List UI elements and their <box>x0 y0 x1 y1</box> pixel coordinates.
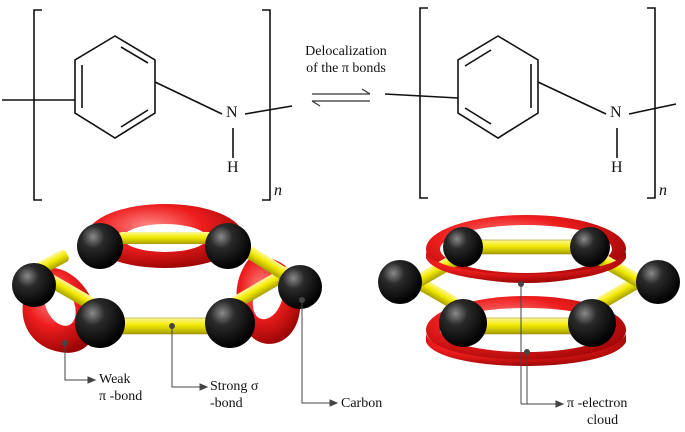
left-bracket-open <box>33 9 42 201</box>
weak-pi-bond-label: Weak π -bond <box>99 371 142 405</box>
right-n-atom-label: N <box>610 104 622 121</box>
left-repeat-subscript: n <box>274 182 282 199</box>
left-benzene-ring <box>74 35 156 139</box>
carbon-atom <box>12 263 56 307</box>
delocalized-pi-model <box>378 215 680 366</box>
carbon-atom <box>570 227 610 267</box>
equilibrium-arrows <box>311 88 371 107</box>
localized-pi-model <box>12 204 322 353</box>
right-h-atom-label: H <box>611 159 623 176</box>
leader-lines-right <box>518 281 565 408</box>
right-bracket-close <box>647 7 656 199</box>
carbon-atom <box>568 299 616 347</box>
pi-electron-cloud-label-line2: cloud <box>587 413 619 428</box>
left-n-atom-label: N <box>226 104 238 121</box>
weak-pi-bond-lobe-top <box>87 204 243 268</box>
carbon-atom <box>278 265 322 309</box>
carbon-atom <box>205 298 255 348</box>
pi-electron-cloud-label: π -electron cloud <box>567 395 627 429</box>
delocalization-label-line1: Delocalization <box>305 44 387 59</box>
leader-lines-left <box>62 297 339 407</box>
carbon-atom <box>439 299 487 347</box>
carbon-atom <box>443 227 483 267</box>
left-h-atom-label: H <box>227 159 239 176</box>
right-repeat-unit <box>384 7 677 199</box>
right-bracket-open <box>419 7 428 199</box>
right-benzene-ring <box>457 35 539 139</box>
carbon-atom <box>75 298 125 348</box>
strong-sigma-bond-label-line2: -bond <box>210 396 243 411</box>
carbon-atom <box>636 260 680 304</box>
delocalization-label-line2: of the π bonds <box>306 61 386 76</box>
carbon-atom <box>378 260 422 304</box>
weak-pi-bond-label-line1: Weak <box>99 372 131 387</box>
carbon-atom <box>77 223 123 269</box>
pi-electron-cloud-label-line1: π -electron <box>567 396 628 411</box>
weak-pi-bond-label-line2: π -bond <box>99 389 143 404</box>
right-repeat-subscript: n <box>659 182 667 199</box>
left-bracket-close <box>262 9 271 201</box>
carbon-atom <box>205 223 251 269</box>
delocalization-label: Delocalization of the π bonds <box>296 43 396 77</box>
strong-sigma-bond-label-line1: Strong σ <box>210 379 259 394</box>
strong-sigma-bond-label: Strong σ -bond <box>210 378 258 412</box>
left-repeat-unit <box>2 9 293 201</box>
carbon-label: Carbon <box>341 396 383 411</box>
